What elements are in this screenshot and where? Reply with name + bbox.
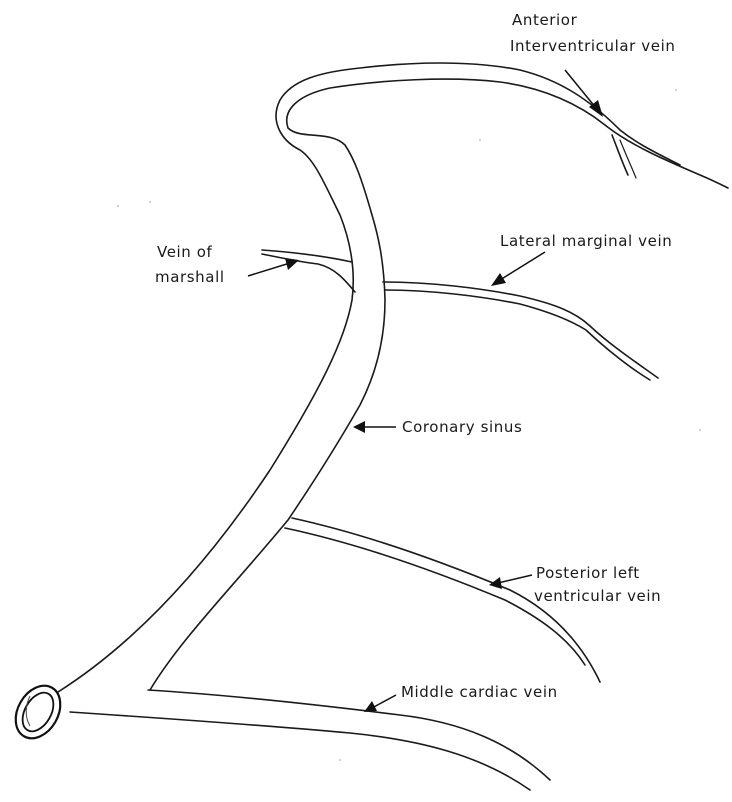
coronary-sinus-orifice: [7, 678, 70, 746]
arrow-vein-of-marshall: [248, 258, 299, 276]
label-middle-cardiac-vein: Middle cardiac vein: [401, 683, 558, 701]
arrow-coronary-sinus: [353, 421, 396, 433]
label-posterior-left: Posterior left: [536, 564, 640, 582]
label-interventricular-vein: Interventricular vein: [510, 37, 675, 55]
middle-cardiac-vessel: [70, 690, 550, 790]
vein-of-marshall-vessel: [262, 250, 355, 292]
label-anterior: Anterior: [512, 11, 578, 29]
label-coronary-sinus: Coronary sinus: [402, 418, 522, 436]
label-vein-of: Vein of: [157, 243, 213, 261]
label-lateral-marginal-vein: Lateral marginal vein: [500, 232, 672, 250]
arrow-posterior-left-ventricular: [489, 575, 532, 589]
anterior-interventricular-vessel: [612, 135, 636, 178]
label-marshall: marshall: [155, 268, 225, 286]
lateral-marginal-vessel: [383, 282, 658, 380]
label-ventricular-vein: ventricular vein: [534, 587, 661, 605]
arrow-lateral-marginal: [491, 252, 545, 286]
arrow-middle-cardiac: [364, 695, 396, 712]
